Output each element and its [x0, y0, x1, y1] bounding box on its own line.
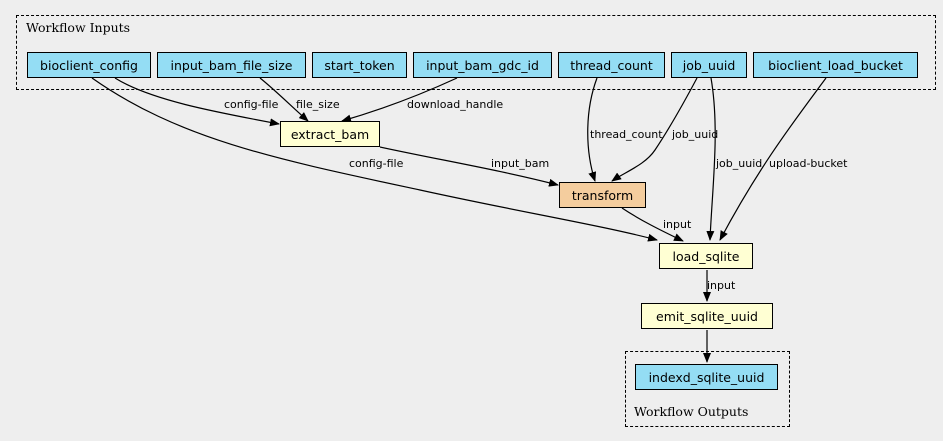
edge-gdcid-to-extract: [341, 77, 458, 123]
edge-label-file-size: file_size: [296, 98, 340, 111]
edge-label-job-uuid-1: job_uuid: [671, 128, 718, 141]
input-node-job-uuid[interactable]: job_uuid: [671, 52, 747, 78]
edge-config-to-extract: [114, 77, 280, 127]
workflow-outputs-label: Workflow Outputs: [634, 404, 749, 419]
edge-transform-to-load: [621, 207, 684, 242]
edge-label-input-2: input: [707, 279, 736, 292]
input-node-thread-count[interactable]: thread_count: [558, 52, 665, 78]
step-node-transform[interactable]: transform: [559, 182, 646, 208]
edge-extract-to-transform: [379, 146, 559, 187]
edge-label-upload-bucket: upload-bucket: [769, 157, 848, 170]
edge-jobuuid-to-load: [706, 77, 716, 241]
step-node-emit-sqlite-uuid[interactable]: emit_sqlite_uuid: [641, 303, 773, 329]
edge-label-thread-count: thread_count: [590, 128, 663, 141]
edge-threadcount-to-transform: [587, 77, 598, 182]
edge-label-download-handle: download_handle: [407, 98, 503, 111]
edge-label-job-uuid-2: job_uuid: [715, 157, 762, 170]
output-node-indexd-sqlite-uuid[interactable]: indexd_sqlite_uuid: [635, 364, 778, 390]
workflow-inputs-cluster: [16, 15, 936, 90]
edge-jobuuid-to-transform: [611, 77, 698, 182]
input-node-start-token[interactable]: start_token: [312, 52, 407, 78]
workflow-inputs-label: Workflow Inputs: [26, 20, 131, 35]
input-node-bioclient-config[interactable]: bioclient_config: [27, 52, 151, 78]
edge-bucket-to-load: [719, 77, 827, 241]
edge-label-config-file-2: config-file: [349, 157, 404, 170]
edge-label-config-file-1: config-file: [224, 98, 279, 111]
edge-label-input-1: input: [663, 218, 692, 231]
edge-filesize-to-extract: [259, 77, 309, 122]
input-node-bioclient-load-bucket[interactable]: bioclient_load_bucket: [753, 52, 918, 78]
step-node-load-sqlite[interactable]: load_sqlite: [659, 243, 753, 269]
edge-label-input-bam: input_bam: [491, 157, 549, 170]
input-node-input-bam-gdc-id[interactable]: input_bam_gdc_id: [413, 52, 552, 78]
input-node-input-bam-file-size[interactable]: input_bam_file_size: [157, 52, 306, 78]
step-node-extract-bam[interactable]: extract_bam: [280, 121, 380, 147]
edge-config-to-load: [91, 77, 658, 242]
